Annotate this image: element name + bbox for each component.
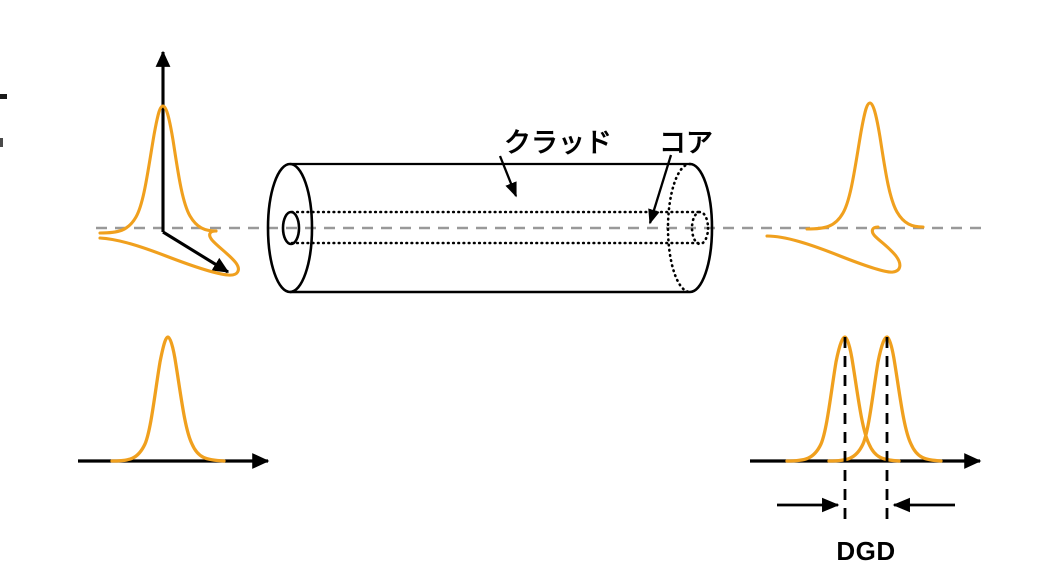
core-callout-arrow [648, 154, 673, 225]
cropped-fragment-upper [0, 94, 7, 99]
panel-input-pulse-3d [98, 50, 240, 277]
cladding-label: クラッド [504, 128, 612, 158]
cropped-fragment-lower [0, 138, 3, 147]
core-label: コア [659, 128, 713, 158]
pulse-curve-output-3d [805, 101, 925, 231]
panel-input-pulse-time [78, 335, 270, 469]
axis-depth-input [162, 230, 230, 274]
panel-output-pulse-3d [765, 101, 925, 274]
dgd-label: DGD [836, 536, 895, 566]
pulse-base-loop-output-3d [765, 225, 902, 274]
fiber-left-cladding-face [266, 162, 314, 294]
pulse-curve-input-3d [98, 104, 218, 235]
pulse-base-loop-input-3d [98, 229, 240, 277]
panel-output-pulse-time: DGD [750, 335, 982, 566]
optical-fiber: クラッド コア [266, 128, 714, 294]
fiber-right-cladding-face-visible [689, 162, 714, 294]
pulse-curve-output-fast [785, 335, 901, 463]
fiber-right-core-face [690, 210, 710, 246]
cladding-callout-arrow [498, 155, 518, 198]
pulse-curve-input-time [110, 335, 226, 463]
fiber-right-cladding-face-hidden [666, 162, 692, 294]
fiber-left-core-face [281, 210, 301, 246]
cropped-edge-fragments [0, 94, 7, 147]
